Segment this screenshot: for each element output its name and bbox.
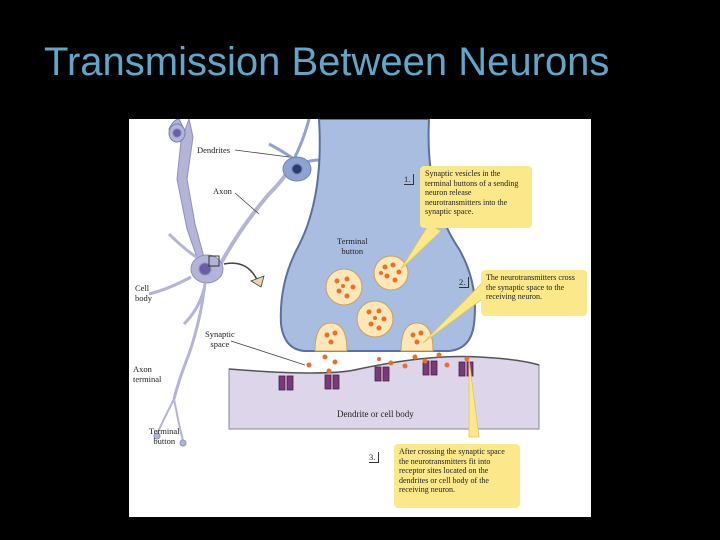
neurotransmitter-molecules bbox=[306, 262, 470, 374]
label-axon: Axon bbox=[213, 186, 232, 196]
label-dendrites: Dendrites bbox=[197, 145, 231, 155]
callout-pointers bbox=[400, 223, 490, 438]
label-terminal-button-small: Terminal button bbox=[149, 426, 180, 446]
receiving-neuron-top bbox=[168, 119, 345, 182]
leader-lines bbox=[230, 149, 306, 366]
diagram-graphics bbox=[148, 119, 540, 447]
step-3-callout: After crossing the synaptic space the ne… bbox=[394, 444, 520, 508]
step-3-number: 3. bbox=[369, 452, 380, 463]
step-2-callout: The neurotransmitters cross the synaptic… bbox=[481, 270, 587, 316]
step-2-number: 2. bbox=[459, 277, 470, 288]
slide-title: Transmission Between Neurons bbox=[44, 40, 610, 84]
label-axon-terminal: Axon terminal bbox=[133, 364, 162, 384]
label-dendrite-or-cell-body: Dendrite or cell body bbox=[337, 409, 414, 419]
label-synaptic-space: Synaptic space bbox=[205, 329, 235, 349]
label-cell-body: Cell body bbox=[135, 283, 152, 303]
label-terminal-button: Terminal button bbox=[337, 236, 368, 256]
neuron-diagram: Dendrites Axon Cell body Synaptic space … bbox=[129, 119, 591, 517]
step-1-number: 1. bbox=[404, 174, 415, 185]
step-1-callout: Synaptic vesicles in the terminal button… bbox=[420, 166, 532, 228]
